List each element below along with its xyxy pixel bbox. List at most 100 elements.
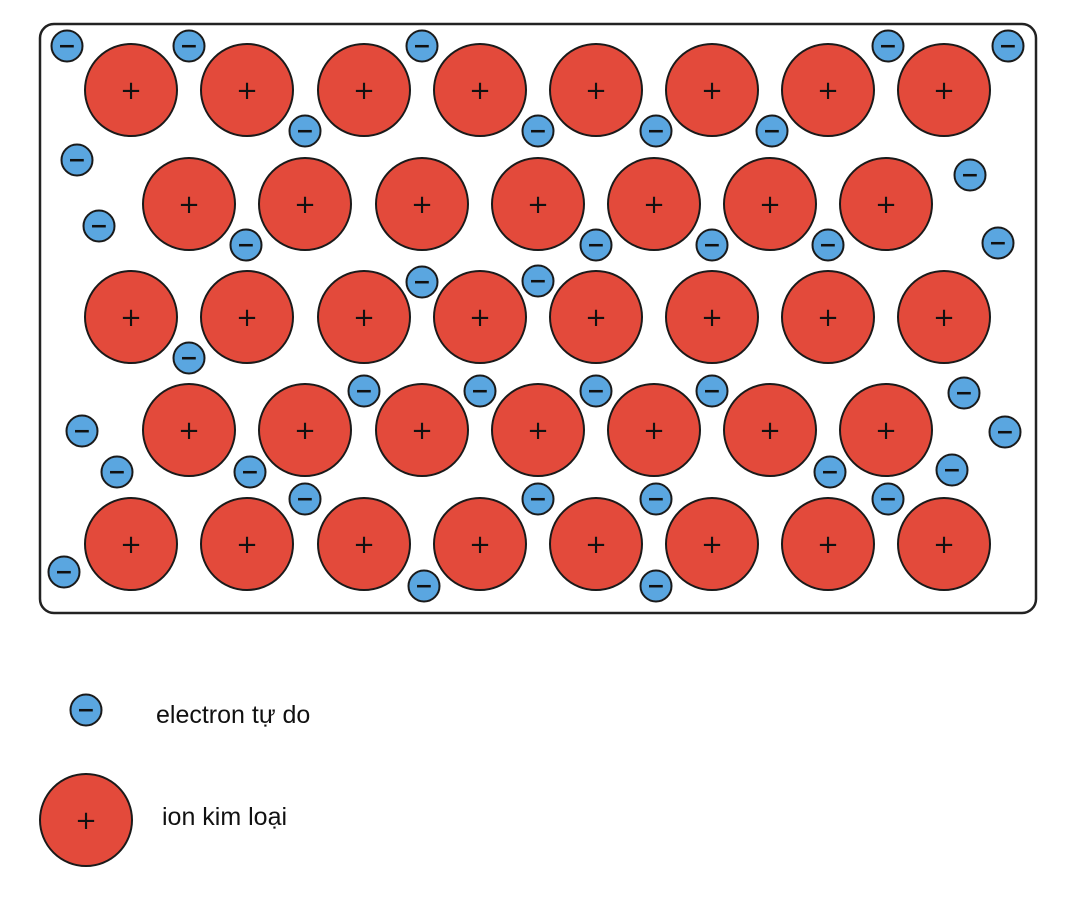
- ion: +: [200, 43, 294, 137]
- electron-sign: −: [996, 420, 1014, 445]
- ion: +: [200, 497, 294, 591]
- legend-electron-symbol: −: [69, 693, 103, 727]
- electron-sign: −: [296, 487, 314, 512]
- electron: −: [47, 555, 81, 589]
- electron: −: [100, 455, 134, 489]
- lattice-frame: [38, 22, 1038, 615]
- ion-sign: +: [120, 76, 142, 106]
- ion: +: [375, 383, 469, 477]
- legend-electron-label: electron tự do: [156, 701, 311, 729]
- electron: −: [579, 374, 613, 408]
- ion-sign: +: [933, 76, 955, 106]
- ion: +: [258, 157, 352, 251]
- electron-sign: −: [819, 233, 837, 258]
- electron: −: [50, 29, 84, 63]
- ion-sign: +: [875, 416, 897, 446]
- electron: −: [521, 114, 555, 148]
- electron-sign: −: [879, 487, 897, 512]
- ion-sign: +: [933, 530, 955, 560]
- electron-sign: −: [296, 119, 314, 144]
- ion-sign: +: [353, 76, 375, 106]
- electron-sign: −: [587, 379, 605, 404]
- ion: +: [375, 157, 469, 251]
- ion-sign: +: [527, 190, 549, 220]
- ion: +: [142, 157, 236, 251]
- ion-sign: +: [75, 806, 97, 836]
- electron: −: [172, 29, 206, 63]
- electron-sign: −: [413, 270, 431, 295]
- electron: −: [695, 228, 729, 262]
- electron-sign: −: [471, 379, 489, 404]
- ion: +: [549, 43, 643, 137]
- electron-sign: −: [763, 119, 781, 144]
- electron-sign: −: [529, 487, 547, 512]
- electron-sign: −: [647, 574, 665, 599]
- ion: +: [433, 497, 527, 591]
- electron: −: [988, 415, 1022, 449]
- electron-sign: −: [180, 34, 198, 59]
- ion-sign: +: [411, 190, 433, 220]
- electron: −: [811, 228, 845, 262]
- electron: −: [521, 482, 555, 516]
- ion-sign: +: [759, 416, 781, 446]
- electron-sign: −: [647, 119, 665, 144]
- legend-ion-label: ion kim loại: [162, 803, 288, 831]
- ion: +: [549, 497, 643, 591]
- electron-sign: −: [989, 231, 1007, 256]
- ion: +: [491, 383, 585, 477]
- electron: −: [639, 114, 673, 148]
- electron: −: [288, 482, 322, 516]
- electron: −: [60, 143, 94, 177]
- ion-sign: +: [817, 530, 839, 560]
- electron: −: [172, 341, 206, 375]
- electron: −: [347, 374, 381, 408]
- electron: −: [407, 569, 441, 603]
- electron-sign: −: [415, 574, 433, 599]
- electron-sign: −: [943, 458, 961, 483]
- electron-sign: −: [961, 163, 979, 188]
- electron: −: [813, 455, 847, 489]
- electron-sign: −: [587, 233, 605, 258]
- ion: +: [665, 270, 759, 364]
- ion-sign: +: [643, 190, 665, 220]
- ion-sign: +: [527, 416, 549, 446]
- ion: +: [142, 383, 236, 477]
- ion-sign: +: [875, 190, 897, 220]
- ion-sign: +: [933, 303, 955, 333]
- ion: +: [897, 43, 991, 137]
- ion-sign: +: [294, 190, 316, 220]
- ion-sign: +: [236, 76, 258, 106]
- electron-sign: −: [241, 460, 259, 485]
- electron-sign: −: [955, 381, 973, 406]
- electron: −: [82, 209, 116, 243]
- electron-layer: −−−−−−−−−−−−−−−−−−−−−−−−−−−−−−−−−−−−−−: [47, 29, 1025, 603]
- ion-sign: +: [178, 416, 200, 446]
- electron: −: [233, 455, 267, 489]
- electron-sign: −: [413, 34, 431, 59]
- electron: −: [288, 114, 322, 148]
- ion: +: [317, 43, 411, 137]
- electron-sign: −: [879, 34, 897, 59]
- ion-sign: +: [701, 76, 723, 106]
- ion: +: [723, 157, 817, 251]
- electron-sign: −: [90, 214, 108, 239]
- ion: +: [723, 383, 817, 477]
- ion-sign: +: [294, 416, 316, 446]
- electron-sign: −: [77, 698, 95, 723]
- ion-sign: +: [353, 303, 375, 333]
- ion: +: [839, 383, 933, 477]
- electron: −: [871, 482, 905, 516]
- ion: +: [433, 270, 527, 364]
- ion: +: [897, 270, 991, 364]
- ion: +: [781, 497, 875, 591]
- electron-sign: −: [999, 34, 1017, 59]
- electron: −: [935, 453, 969, 487]
- ion: +: [897, 497, 991, 591]
- electron: −: [947, 376, 981, 410]
- ion: +: [84, 270, 178, 364]
- ion: +: [491, 157, 585, 251]
- ion: +: [607, 157, 701, 251]
- electron-sign: −: [355, 379, 373, 404]
- ion-sign: +: [411, 416, 433, 446]
- ion: +: [665, 497, 759, 591]
